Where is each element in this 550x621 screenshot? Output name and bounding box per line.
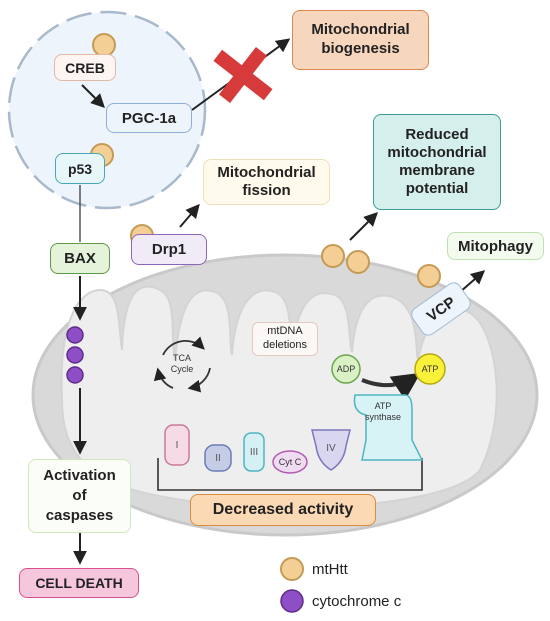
mthtt-membrane-1 xyxy=(321,244,345,268)
mitophagy-box: Mitophagy xyxy=(447,232,544,260)
mthtt-membrane-2 xyxy=(346,250,370,274)
mthtt-on-creb xyxy=(92,33,116,57)
legend-cytochrome-swatch xyxy=(280,589,304,613)
p53-box: p53 xyxy=(55,153,105,184)
reduced-membrane-potential-box: Reduced mitochondrial membrane potential xyxy=(373,114,501,210)
creb-box: CREB xyxy=(54,54,116,81)
mitochondrial-biogenesis-box: Mitochondrial biogenesis xyxy=(292,10,429,70)
complex-2-shape xyxy=(204,444,232,472)
complex-4-label: IV xyxy=(326,442,336,454)
cyt-c-shape xyxy=(272,450,308,474)
complex-1-shape xyxy=(164,424,190,466)
tca-cycle-icon xyxy=(153,336,211,393)
arrow-drp1-to-fission xyxy=(179,203,200,228)
atp-label: ATP xyxy=(421,364,439,374)
decreased-activity-box: Decreased activity xyxy=(190,494,376,526)
adp-label: ADP xyxy=(336,364,356,374)
atp-synthase-label: ATP synthase xyxy=(364,401,402,422)
bax-box: BAX xyxy=(50,243,110,274)
arrow-mthtt-to-potential xyxy=(349,212,378,241)
decreased-activity-bracket xyxy=(157,458,423,491)
arrow-creb-to-pgc1a xyxy=(81,84,105,108)
cytochrome-c-2 xyxy=(66,346,84,364)
complex-2-label: II xyxy=(215,452,221,464)
arrow-adp-to-atp xyxy=(361,372,421,401)
legend-mthtt-label: mtHtt xyxy=(312,560,348,578)
complex-1-label: I xyxy=(175,439,179,451)
arrow-vcp-to-mitophagy xyxy=(459,270,486,293)
pgc1a-box: PGC-1a xyxy=(106,103,192,133)
cyt-c-label: Cyt C xyxy=(278,457,302,467)
inhibition-cross-icon xyxy=(213,47,273,103)
complex-4-shape xyxy=(311,429,351,471)
adp-shape xyxy=(331,354,361,384)
mthtt-on-vcp xyxy=(417,264,441,288)
tca-cycle-label: TCA Cycle xyxy=(170,353,194,374)
mitochondrial-fission-box: Mitochondrial fission xyxy=(203,159,330,205)
activation-of-caspases-box: Activation of caspases xyxy=(28,459,131,533)
atp-synthase-shape xyxy=(353,394,424,461)
cytochrome-c-1 xyxy=(66,326,84,344)
legend-cytochrome-label: cytochrome c xyxy=(312,592,402,610)
cell-death-box: CELL DEATH xyxy=(19,568,139,598)
legend-mthtt-swatch xyxy=(280,557,304,581)
mtdna-deletions-box: mtDNA deletions xyxy=(252,322,318,356)
cytochrome-c-3 xyxy=(66,366,84,384)
drp1-box: Drp1 xyxy=(131,234,207,265)
complex-3-shape xyxy=(243,432,265,472)
atp-shape xyxy=(414,353,446,385)
cytochrome-c-markers xyxy=(66,326,84,384)
complex-3-label: III xyxy=(249,446,259,458)
